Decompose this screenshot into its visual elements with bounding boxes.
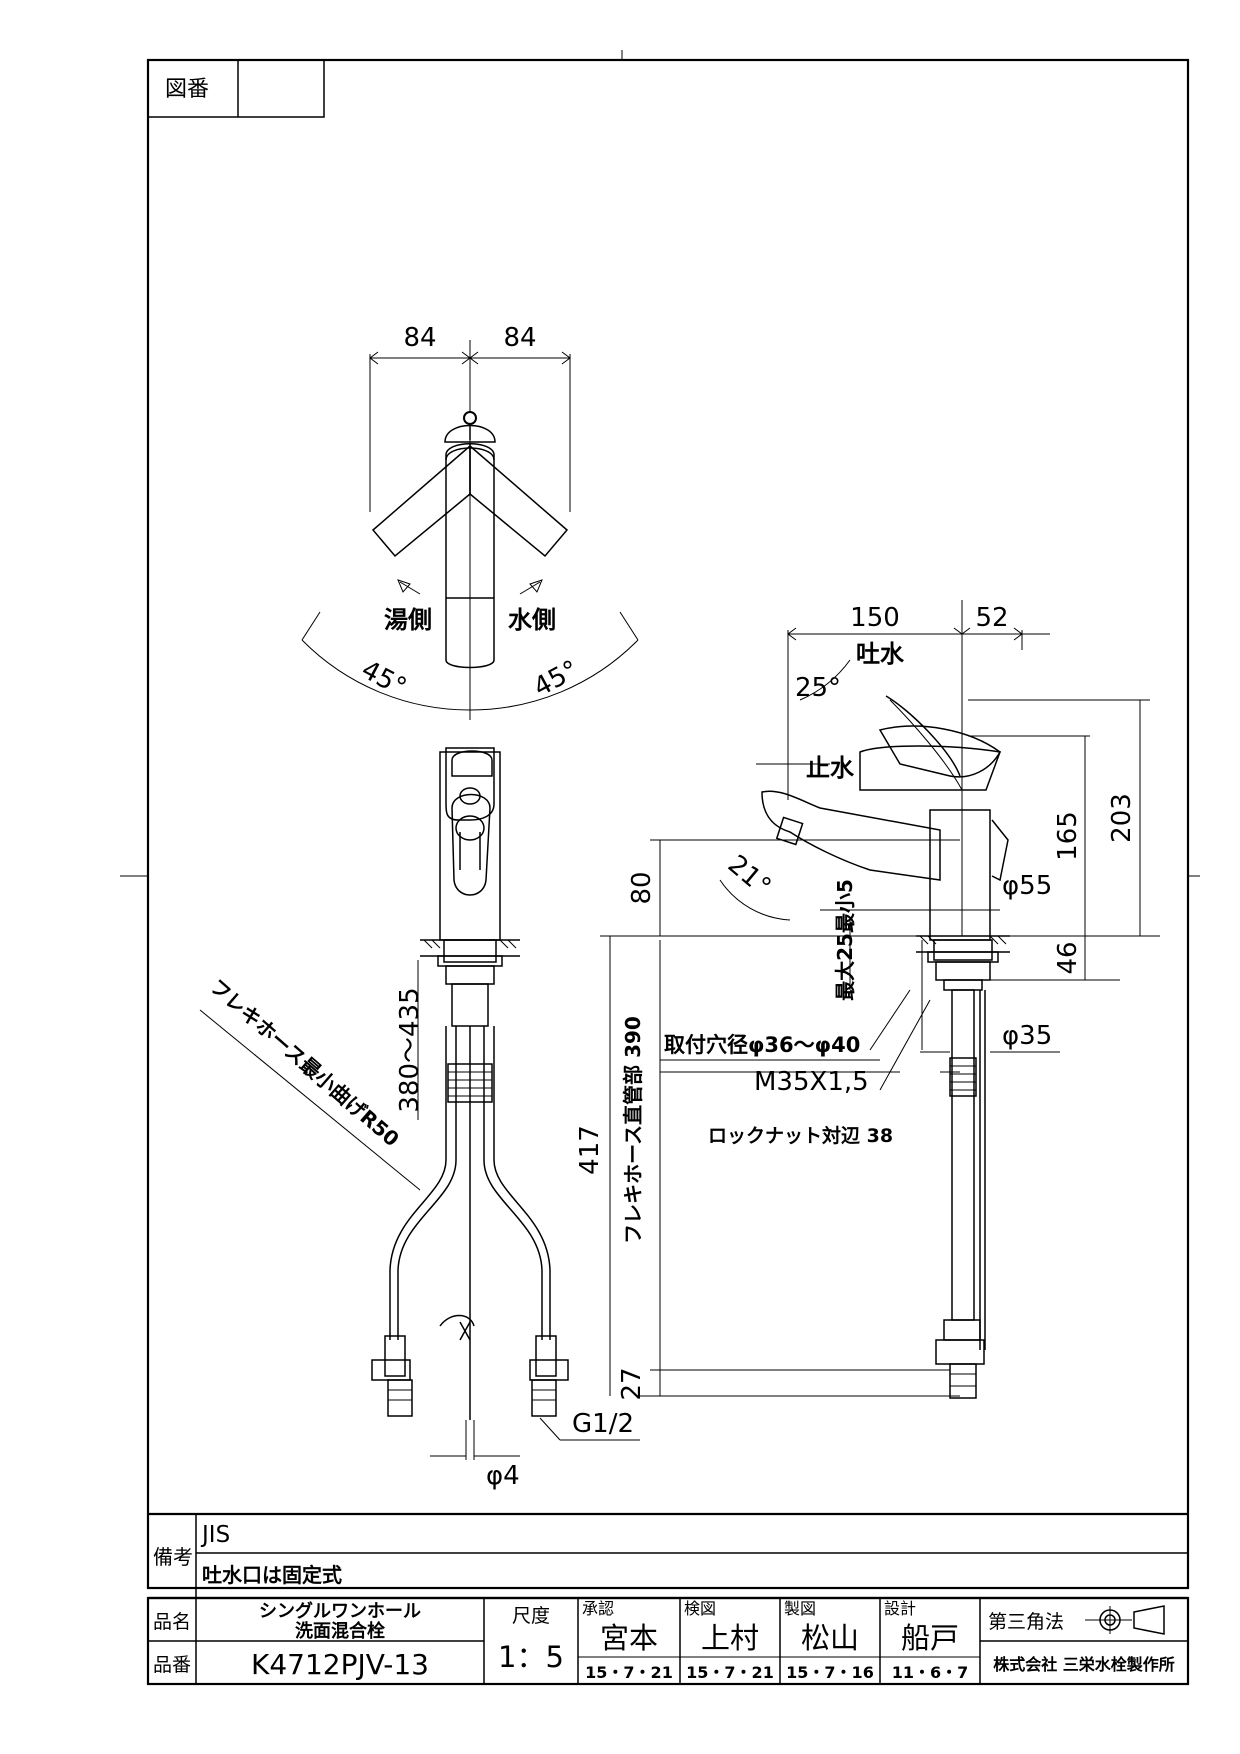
label-hot-side: 湯側: [384, 606, 432, 634]
remarks-line-1: JIS: [200, 1522, 230, 1548]
angle-left: 45°: [356, 655, 411, 703]
side-view: [600, 600, 1160, 1399]
dim-mount-hole: 取付穴径φ36～φ40: [664, 1033, 860, 1057]
dim-h-417: 417: [575, 1125, 605, 1175]
front-view: [199, 747, 640, 1460]
design-label: 設計: [884, 1599, 916, 1618]
check-label: 検図: [684, 1599, 716, 1618]
product-name-label: 品名: [153, 1611, 191, 1633]
dim-top-left: 84: [403, 323, 436, 353]
approval-name: 宮本: [600, 1621, 658, 1655]
product-name-line1: シングルワンホール: [259, 1600, 421, 1622]
projection-label: 第三角法: [988, 1611, 1064, 1633]
design-date: 11・6・7: [892, 1663, 969, 1682]
drawing-number-label: 図番: [165, 77, 209, 102]
scale-label: 尺度: [512, 1605, 550, 1627]
dim-h-165: 165: [1053, 811, 1083, 861]
dim-lock-nut: ロックナット対辺 38: [708, 1124, 893, 1147]
scale-value: 1：5: [498, 1640, 564, 1674]
drawn-name: 松山: [801, 1621, 859, 1655]
approval-label: 承認: [582, 1599, 614, 1618]
product-name-line2: 洗面混合栓: [295, 1620, 385, 1642]
title-block: [146, 1512, 1190, 1686]
drawn-label: 製図: [784, 1599, 816, 1618]
dim-h-46: 46: [1053, 941, 1083, 974]
dim-h-203: 203: [1107, 793, 1137, 843]
dim-dia-35: φ35: [1002, 1021, 1052, 1051]
dim-width-52: 52: [975, 603, 1008, 633]
label-stop: 止水: [806, 754, 855, 782]
dim-flex-range: 380～435: [395, 987, 425, 1112]
dim-width-150: 150: [850, 603, 900, 633]
drawing-frame: [146, 58, 1190, 1590]
check-date: 15・7・21: [686, 1663, 774, 1682]
angle-handle: 21°: [722, 850, 777, 903]
dim-counter-min-max: 最大25最小5: [833, 879, 857, 1001]
remarks-label: 備考: [153, 1545, 193, 1569]
remarks-line-2: 吐水口は固定式: [202, 1563, 342, 1587]
dim-g-thread: G1/2: [572, 1409, 634, 1439]
dim-thread: M35X1,5: [754, 1067, 869, 1097]
dim-dia-4: φ4: [486, 1461, 520, 1491]
design-name: 船戸: [901, 1621, 959, 1655]
drawn-date: 15・7・16: [786, 1663, 874, 1682]
dim-top-right: 84: [503, 323, 536, 353]
product-code-label: 品番: [153, 1654, 191, 1676]
approval-date: 15・7・21: [585, 1663, 673, 1682]
label-cold-side: 水側: [508, 606, 556, 634]
top-view: [301, 340, 639, 720]
third-angle-projection-icon: [1085, 1605, 1165, 1635]
angle-spout: 25°: [795, 673, 841, 703]
check-name: 上村: [701, 1621, 759, 1655]
angle-right: 45°: [529, 655, 584, 703]
product-code: K4712PJV-13: [251, 1648, 429, 1681]
dim-flex-bend: フレキホース最小曲げR50: [205, 974, 404, 1151]
dim-h-27: 27: [617, 1367, 647, 1400]
dim-dia-55: φ55: [1002, 871, 1052, 901]
dim-h-80: 80: [627, 871, 657, 904]
company-name: 株式会社 三栄水栓製作所: [993, 1655, 1175, 1674]
drawing-number-box: [147, 59, 325, 118]
label-spout: 吐水: [856, 640, 905, 668]
dim-hose-length: フレキホース直管部 390: [621, 1016, 645, 1244]
